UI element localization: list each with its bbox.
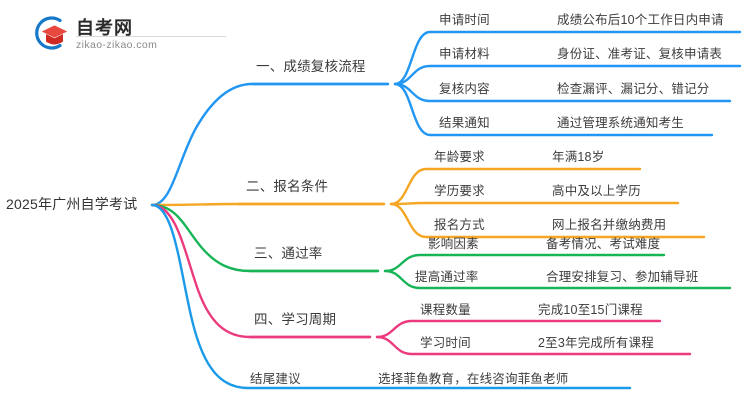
branch-1-child-4-connector — [393, 82, 714, 137]
branch-label-3[interactable]: 三、通过率 — [254, 246, 323, 261]
branch-label-1[interactable]: 一、成绩复核流程 — [256, 59, 366, 74]
branch-1-item-4-value[interactable]: 通过管理系统通知考生 — [557, 116, 685, 130]
branch-4-item-1-value[interactable]: 完成10至15门课程 — [538, 303, 643, 317]
branch-5-item-1-key[interactable]: 结尾建议 — [250, 372, 301, 386]
branch-4-item-1-key[interactable]: 课程数量 — [420, 303, 471, 317]
logo-domain: zikao-zikao.com — [76, 36, 226, 51]
branch-3-item-1-value[interactable]: 备考情况、考试难度 — [546, 237, 661, 251]
branch-2-item-1-key[interactable]: 年龄要求 — [434, 150, 485, 164]
branch-4-item-2-key[interactable]: 学习时间 — [420, 336, 471, 350]
graduation-cap-logo-icon — [30, 13, 70, 53]
branch-1-child-1-connector — [393, 30, 742, 86]
branch-2-child-2-connector — [389, 201, 680, 206]
root-to-branch-4 — [150, 203, 372, 339]
branch-label-4[interactable]: 四、学习周期 — [254, 312, 337, 327]
branch-1-item-3-value[interactable]: 检查漏评、漏记分、错记分 — [557, 82, 710, 96]
logo-wordmark: 自考网 — [76, 18, 133, 38]
branch-2-item-1-value[interactable]: 年满18岁 — [552, 150, 605, 164]
branch-2-item-3-value[interactable]: 网上报名并缴纳费用 — [552, 218, 667, 232]
branch-label-2[interactable]: 二、报名条件 — [246, 179, 329, 194]
branch-2-item-2-key[interactable]: 学历要求 — [434, 184, 485, 198]
branch-4-child-2-connector — [375, 335, 692, 356]
branch-1-item-1-key[interactable]: 申请时间 — [439, 13, 490, 27]
branch-1-item-1-value[interactable]: 成绩公布后10个工作日内申请 — [557, 13, 724, 27]
root-to-branch-2 — [150, 202, 386, 207]
root-to-branch-5 — [150, 203, 632, 390]
branch-2-child-3-connector — [389, 202, 706, 239]
root-to-branch-3 — [150, 203, 380, 273]
site-logo: 自考网 zikao-zikao.com — [30, 10, 230, 56]
mindmap-root-label[interactable]: 2025年广州自学考试 — [6, 196, 138, 212]
branch-1-item-4-key[interactable]: 结果通知 — [439, 116, 490, 130]
root-to-branch-1 — [150, 82, 390, 207]
branch-1-item-2-key[interactable]: 申请材料 — [439, 47, 490, 61]
branch-2-item-3-key[interactable]: 报名方式 — [434, 218, 485, 232]
branch-2-item-2-value[interactable]: 高中及以上学历 — [552, 184, 641, 198]
branch-1-item-2-value[interactable]: 身份证、准考证、复核申请表 — [557, 47, 723, 61]
branch-4-item-2-value[interactable]: 2至3年完成所有课程 — [538, 336, 654, 350]
branch-3-item-2-key[interactable]: 提高通过率 — [415, 270, 479, 284]
branch-3-child-2-connector — [383, 269, 732, 290]
branch-3-item-2-value[interactable]: 合理安排复习、参加辅导班 — [546, 270, 699, 284]
branch-3-item-1-key[interactable]: 影响因素 — [428, 237, 479, 251]
branch-1-item-3-key[interactable]: 复核内容 — [439, 82, 490, 96]
branch-5-item-1-value[interactable]: 选择菲鱼教育，在线咨询菲鱼老师 — [378, 372, 569, 386]
